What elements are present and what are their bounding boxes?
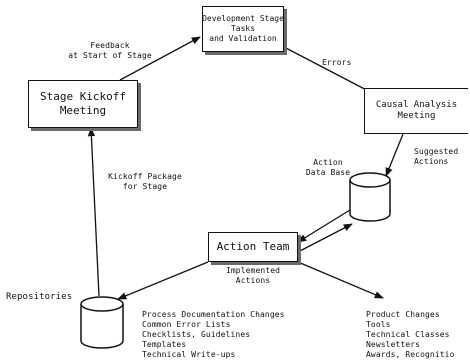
development-stage-box: Development Stage Tasks and Validation (202, 6, 284, 52)
arrow-team-to-db (297, 223, 353, 253)
action-team-box: Action Team (208, 232, 298, 262)
list-item: Product Changes (366, 310, 440, 319)
list-item: Awards, Recognitio (366, 350, 455, 359)
action-database-icon (349, 172, 391, 222)
implemented-line2: Actions (235, 276, 271, 285)
list-item: Checklists, Guidelines (142, 330, 251, 339)
arrow-team-to-repositories (117, 261, 209, 300)
kickoff-package-label: Kickoff Package for Stage (100, 172, 190, 192)
feedback-label: Feedback at Start of Stage (60, 41, 160, 61)
errors-label: Errors (322, 58, 352, 67)
implemented-actions-label: Implemented Actions (208, 266, 298, 286)
arrow-kickoff-to-dev (119, 36, 201, 81)
causal-analysis-box: Causal Analysis Meeting (364, 88, 468, 134)
action-database-label: Action Data Base (300, 158, 356, 178)
repositories-label: Repositories (6, 292, 73, 302)
list-item: Common Error Lists (142, 320, 231, 329)
list-item: Newsletters (366, 340, 421, 349)
list-item: Technical Write-ups (142, 350, 236, 359)
repository-items-list: Process Documentation Changes Common Err… (142, 310, 285, 360)
list-item: Tools (366, 320, 391, 329)
feedback-line1: Feedback (90, 41, 130, 50)
suggested-line1: Suggested (414, 147, 459, 156)
causal-analysis-line1: Causal Analysis (375, 99, 458, 110)
arrow-db-to-team (297, 209, 351, 243)
suggested-actions-label: Suggested Actions (414, 147, 458, 167)
output-items-list: Product Changes Tools Technical Classes … (366, 310, 455, 360)
list-item: Process Documentation Changes (142, 310, 285, 319)
action-db-line1: Action (313, 158, 343, 167)
stage-kickoff-line2: Meeting (59, 104, 107, 117)
arrow-causal-to-db (385, 133, 404, 177)
suggested-line2: Actions (414, 157, 449, 166)
stage-kickoff-line1: Stage Kickoff (39, 90, 127, 104)
development-stage-line2: Tasks (230, 24, 256, 33)
arrow-team-to-outputs (297, 261, 384, 299)
list-item: Templates (142, 340, 187, 349)
list-item: Technical Classes (366, 330, 450, 339)
arrow-dev-to-causal (283, 46, 379, 97)
development-stage-line1: Development Stage (202, 14, 284, 23)
arrow-repositories-to-kickoff (87, 127, 100, 297)
action-team-label: Action Team (216, 240, 290, 254)
repositories-database-icon (80, 296, 124, 349)
feedback-line2: at Start of Stage (68, 51, 152, 60)
kickoff-package-line1: Kickoff Package (108, 172, 182, 181)
kickoff-package-line2: for Stage (122, 182, 168, 191)
action-db-line2: Data Base (305, 168, 351, 177)
implemented-line1: Implemented (225, 266, 281, 275)
causal-analysis-line2: Meeting (397, 111, 436, 121)
stage-kickoff-box: Stage Kickoff Meeting (28, 80, 138, 128)
development-stage-line3: and Validation (209, 34, 277, 43)
